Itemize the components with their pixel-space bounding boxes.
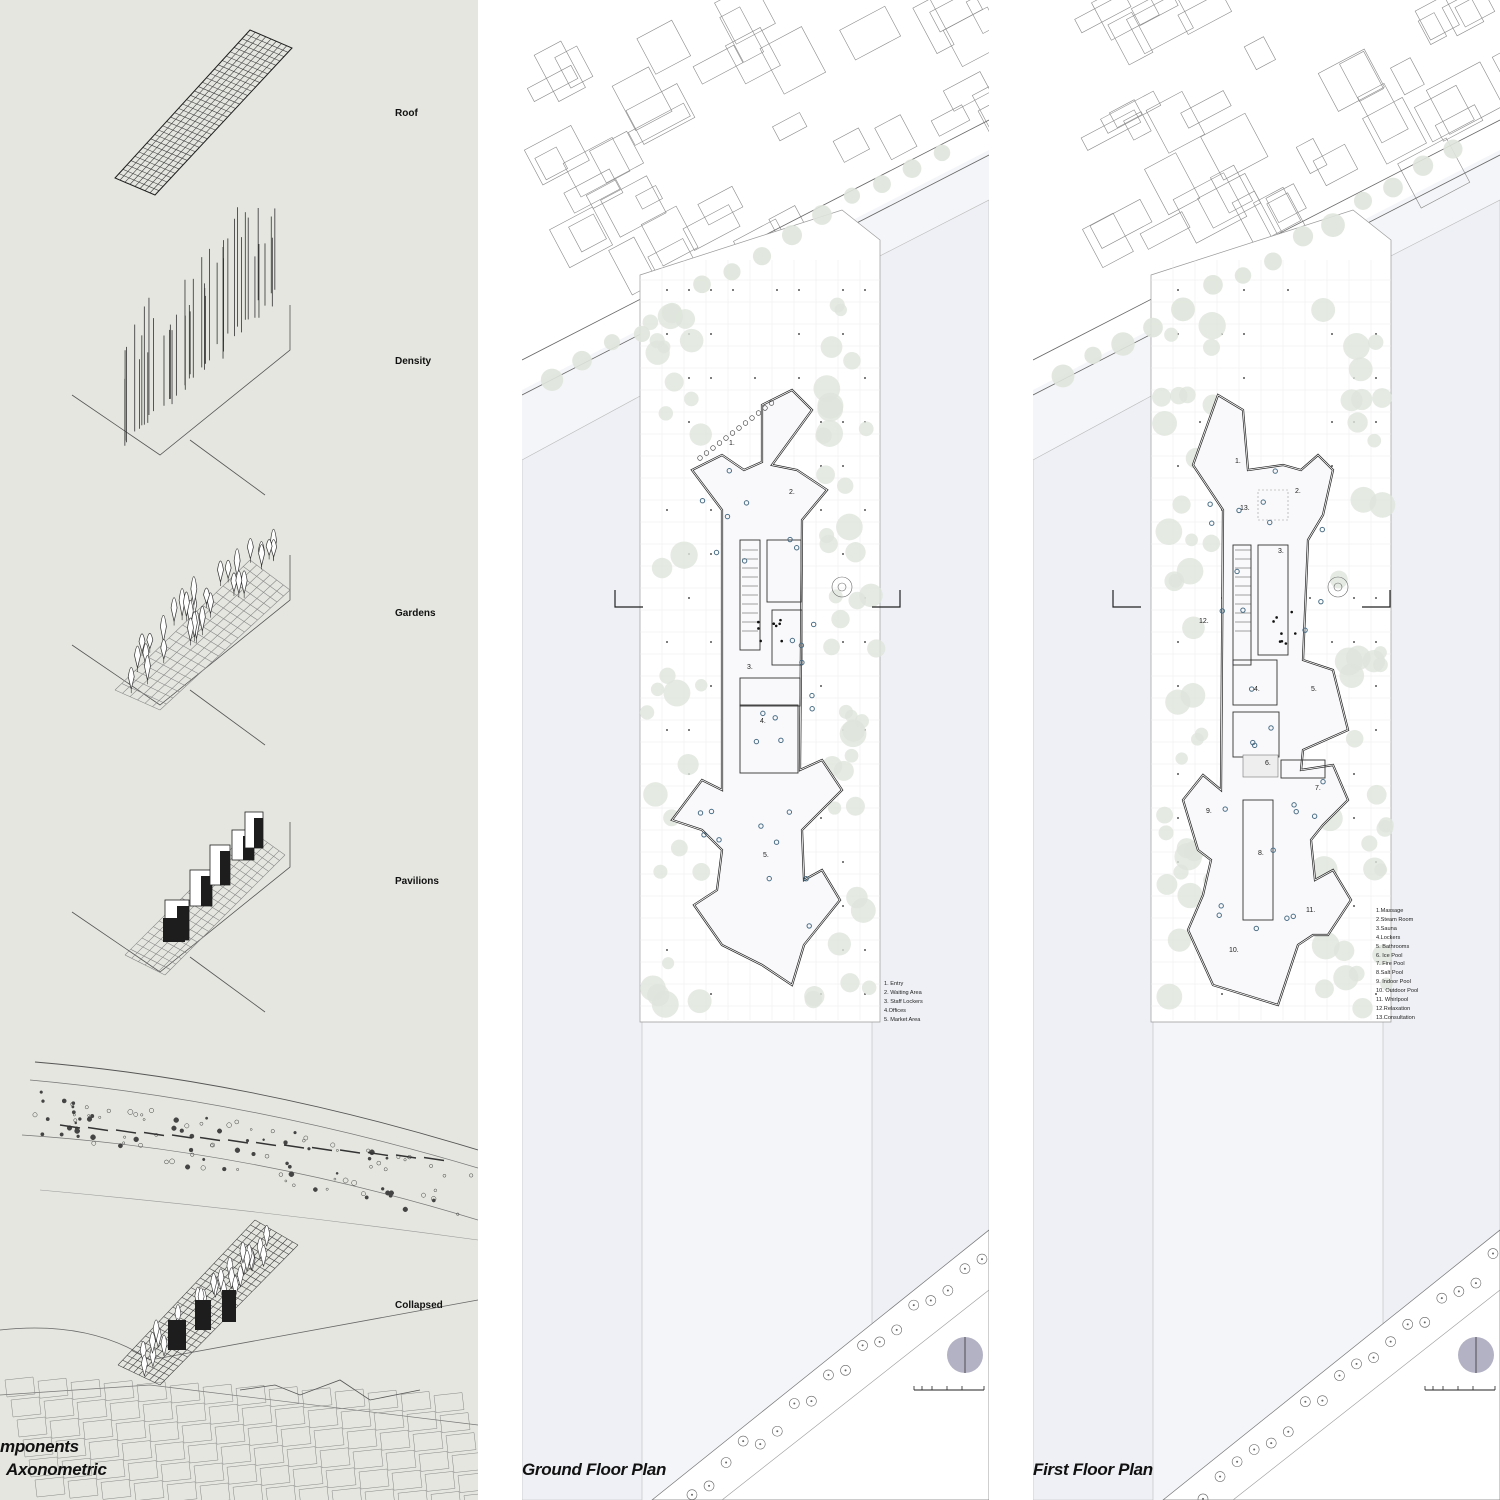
section-markers — [1112, 590, 1391, 608]
room-number-1: 1. — [1235, 458, 1241, 465]
legend-item: 1.Massage — [1376, 908, 1404, 914]
city-context — [522, 0, 989, 1500]
city-context — [1033, 0, 1500, 1500]
building-outline — [670, 388, 844, 987]
room-number-6: 6. — [1265, 760, 1271, 767]
legend-item: 5. Market Area — [884, 1016, 921, 1023]
room-number-5: 5. — [763, 852, 769, 859]
site-strip-drawing — [21, 1061, 478, 1241]
room-number-2: 2. — [1295, 488, 1301, 495]
room-number-10: 10. — [1229, 947, 1239, 954]
ground-floor-panel: 1. 2. 3. 4. 5. 1. Entry 2. Waiting Area … — [522, 0, 989, 1500]
axonometric-title-line2: Axonometric — [6, 1460, 107, 1479]
room-number-11: 11. — [1306, 907, 1316, 914]
legend-item: 4.Lockers — [1376, 934, 1401, 941]
interior-rooms — [1207, 468, 1349, 932]
first-floor-plan-drawing — [1033, 0, 1500, 1500]
roof-layer-drawing — [114, 29, 293, 196]
room-number-3: 3. — [747, 664, 753, 671]
first-floor-legend: 1.Massage 2.Steam Room 3.Sauna 4.Lockers… — [1376, 907, 1418, 1023]
ground-floor-plan-drawing — [522, 0, 989, 1500]
legend-item: 3.Sauna — [1376, 925, 1397, 932]
legend-item: 6. Ice Pool — [1376, 952, 1403, 959]
building-outline — [1181, 393, 1353, 1007]
legend-item: 4.Offices — [884, 1007, 906, 1014]
north-marker — [947, 1337, 983, 1373]
south-bank — [1162, 1229, 1500, 1500]
room-number-13: 13. — [1240, 505, 1250, 512]
room-number-1: 1. — [729, 440, 735, 447]
ground-floor-legend: 1. Entry 2. Waiting Area 3. Staff Locker… — [884, 980, 923, 1025]
legend-item: 7. Fire Pool — [1376, 961, 1405, 968]
room-number-7: 7. — [1315, 785, 1321, 792]
legend-item: 1. Entry — [884, 981, 904, 987]
layer-label-gardens: Gardens — [395, 608, 436, 619]
interior-rooms — [697, 400, 853, 929]
layer-label-pavilions: Pavilions — [395, 876, 439, 887]
room-number-3: 3. — [1278, 548, 1284, 555]
room-number-12: 12. — [1199, 618, 1209, 625]
legend-item: 2. Waiting Area — [884, 989, 922, 996]
layer-label-collapsed: Collapsed — [395, 1300, 443, 1311]
legend-item: 10. Outdoor Pool — [1376, 988, 1419, 995]
legend-item: 3. Staff Lockers — [884, 998, 923, 1005]
first-floor-panel: 1. 2. 3. 4. 5. 6. 7. 8. 9. 10. 11. 12. 1… — [1033, 0, 1500, 1500]
axonometric-panel: Roof Density Gardens Pavilions Collapsed… — [0, 0, 478, 1500]
room-number-4: 4. — [1254, 686, 1260, 693]
scale-bar — [913, 1386, 985, 1391]
collapsed-layer-drawing — [0, 1219, 478, 1500]
room-number-2: 2. — [789, 489, 795, 496]
gardens-layer-drawing — [71, 528, 291, 746]
north-marker — [1458, 1337, 1494, 1373]
legend-item: 11. Whirlpool — [1376, 997, 1409, 1004]
legend-item: 12.Relaxation — [1376, 1005, 1411, 1012]
layer-label-roof: Roof — [395, 108, 418, 119]
first-floor-title: First Floor Plan — [1033, 1460, 1153, 1479]
room-number-8: 8. — [1258, 850, 1264, 857]
south-bank — [651, 1229, 989, 1500]
ground-floor-title: Ground Floor Plan — [522, 1460, 667, 1479]
legend-item: 2.Steam Room — [1376, 916, 1414, 923]
section-markers — [614, 590, 901, 608]
scale-bar — [1424, 1386, 1496, 1391]
room-number-5: 5. — [1311, 686, 1317, 693]
density-layer-drawing — [71, 207, 291, 496]
tree-canopies — [1051, 139, 1463, 1019]
pavilions-layer-drawing — [71, 811, 291, 1013]
room-number-4: 4. — [760, 718, 766, 725]
legend-item: 13.Consultation — [1376, 1014, 1415, 1021]
room-number-9: 9. — [1206, 808, 1212, 815]
axonometric-drawings — [0, 29, 478, 1500]
axonometric-title-line1: mponents — [0, 1437, 79, 1456]
tree-canopies — [540, 144, 951, 1018]
layer-label-density: Density — [395, 356, 432, 367]
legend-item: 9. Indoor Pool — [1376, 979, 1411, 986]
legend-item: 8.Salt Pool — [1376, 970, 1404, 977]
legend-item: 5. Bathrooms — [1376, 943, 1410, 950]
